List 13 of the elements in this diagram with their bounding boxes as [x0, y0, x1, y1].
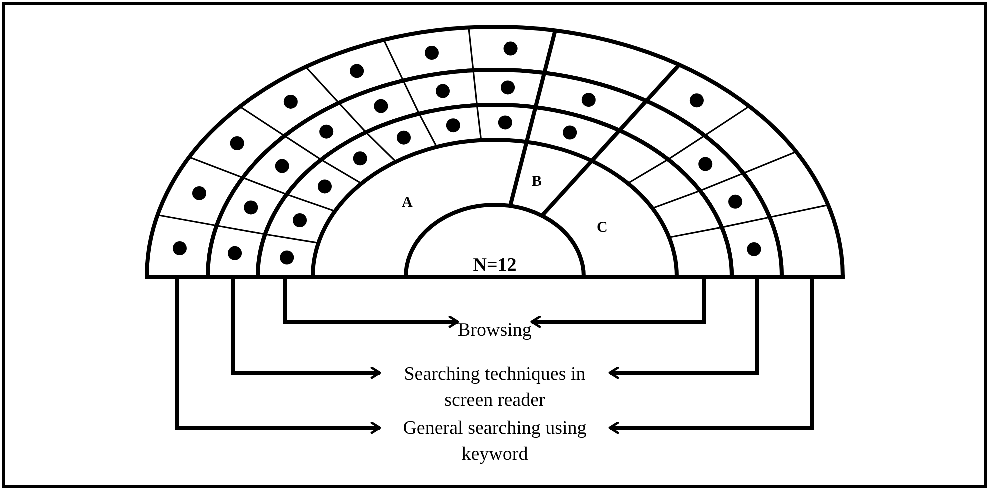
arrow	[231, 279, 382, 380]
arrow	[608, 279, 814, 434]
arrow	[284, 279, 460, 328]
category-text: General searching using keyword	[380, 416, 610, 468]
sector-label: A	[402, 195, 413, 211]
arrow	[608, 279, 759, 380]
sector-label: C	[597, 220, 608, 236]
arrow	[176, 279, 382, 434]
category-text: Searching techniques in screen reader	[380, 362, 610, 414]
arrow	[530, 279, 706, 328]
node-text: N=12	[472, 255, 518, 277]
sector-label: B	[532, 174, 542, 190]
category-text: Browsing	[458, 318, 532, 344]
